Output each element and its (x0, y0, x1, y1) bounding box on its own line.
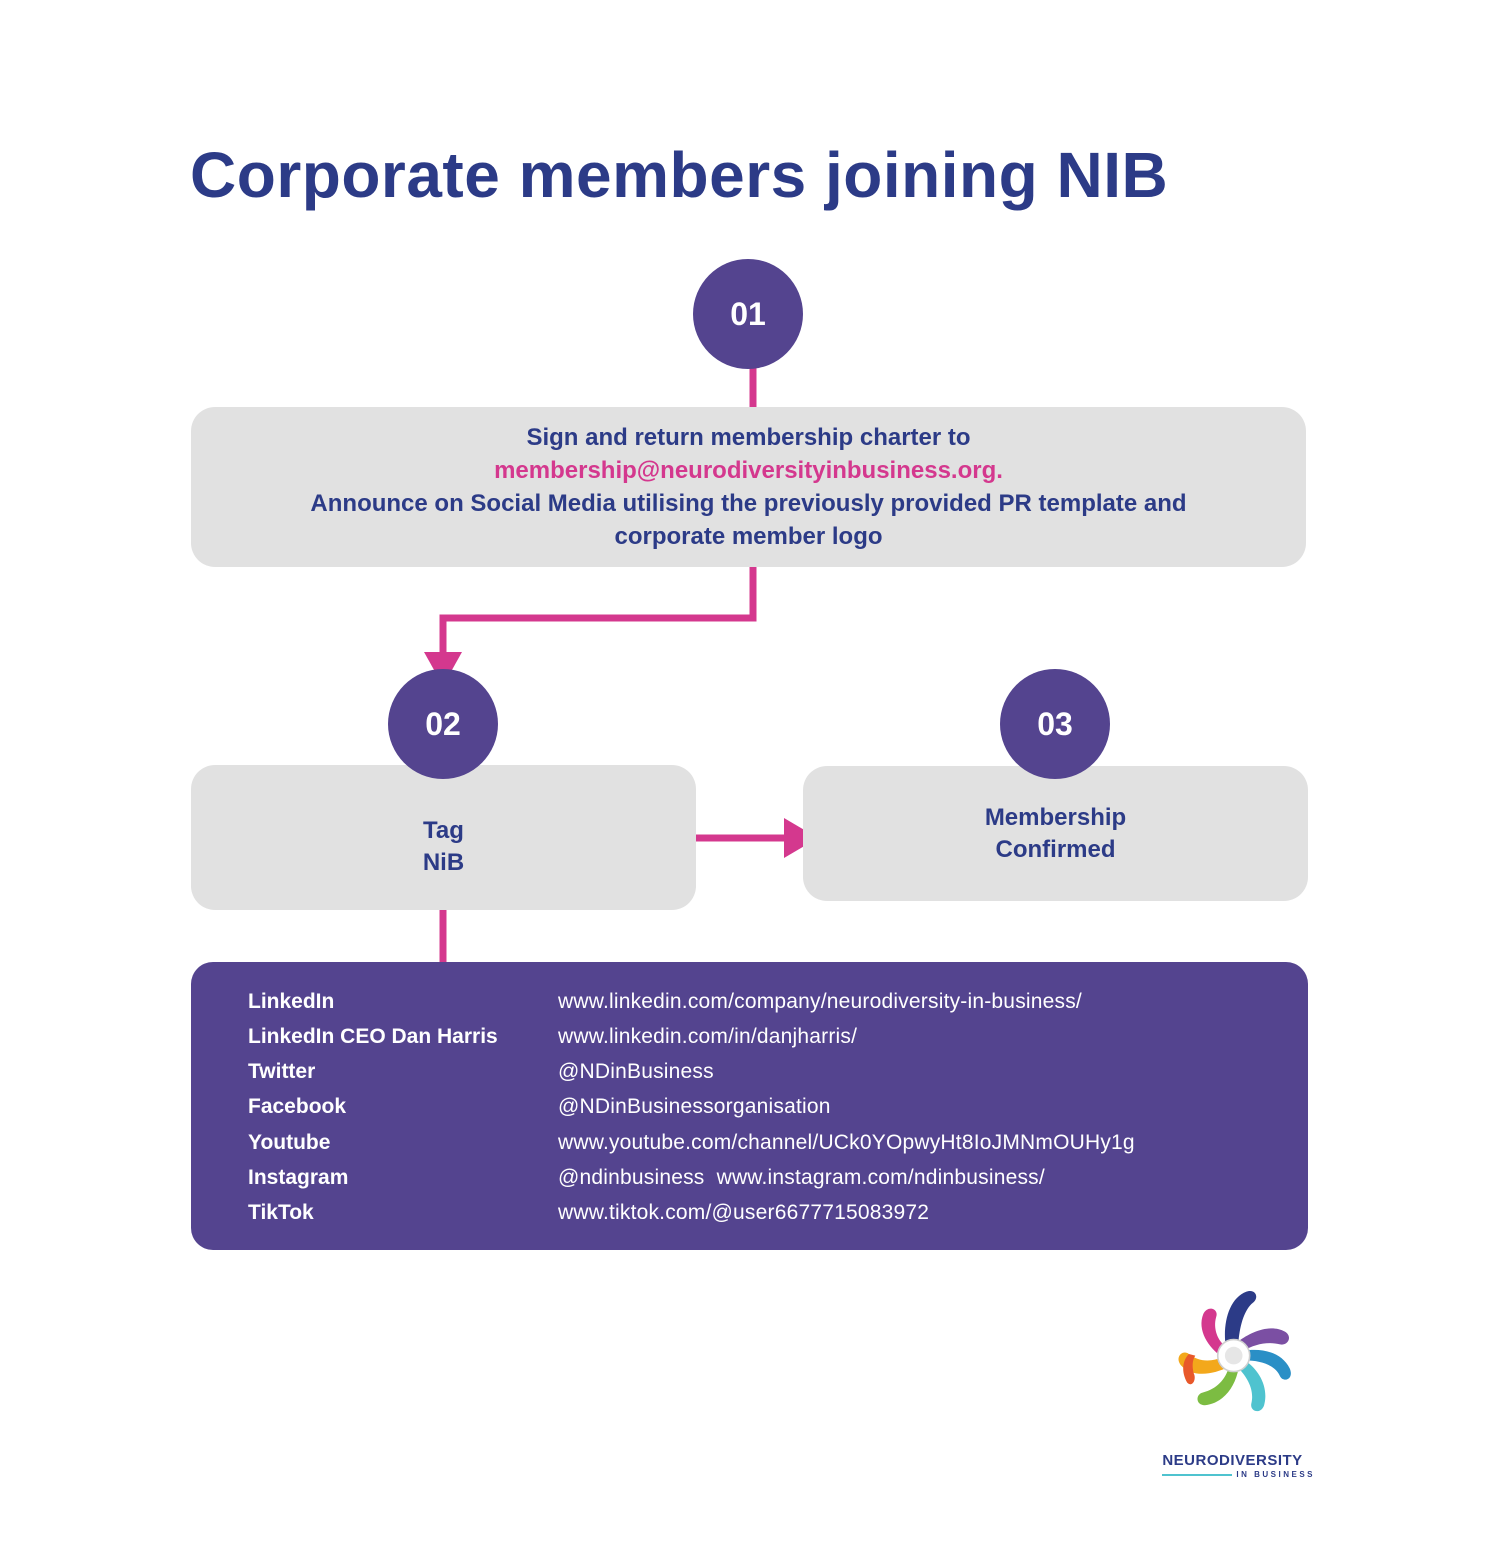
step-03-badge: 03 (1000, 669, 1110, 779)
social-row-facebook: Facebook @NDinBusinessorganisation (248, 1089, 831, 1124)
logo-tagline-row: IN BUSINESS (1150, 1470, 1315, 1479)
social-row-linkedin: LinkedIn www.linkedin.com/company/neurod… (248, 984, 1082, 1019)
social-link[interactable]: www.linkedin.com/in/danjharris/ (558, 1024, 858, 1048)
social-label: Instagram (248, 1165, 349, 1189)
social-label: LinkedIn CEO Dan Harris (248, 1024, 498, 1048)
social-row-twitter: Twitter @NDinBusiness (248, 1054, 714, 1089)
social-label: TikTok (248, 1200, 314, 1224)
social-label: Facebook (248, 1094, 347, 1118)
step-02-line-1: Tag (423, 816, 464, 844)
step-01-line-4: corporate member logo (614, 523, 883, 550)
social-label: LinkedIn (248, 989, 335, 1013)
step-01-line-1: Sign and return membership charter to (526, 424, 971, 451)
social-handle[interactable]: @NDinBusinessorganisation (558, 1094, 831, 1118)
logo-underline (1162, 1473, 1233, 1476)
arrowhead-to-03 (784, 818, 818, 858)
page-title: Corporate members joining NIB (190, 139, 1169, 211)
step-02-badge: 02 (388, 669, 498, 779)
step-02-line-2: NiB (422, 848, 465, 876)
step-03-line-2: Confirmed (995, 835, 1116, 863)
connector-box1-to-02 (439, 567, 757, 655)
social-row-instagram: Instagram @ndinbusiness www.instagram.co… (248, 1160, 1045, 1195)
membership-email-link[interactable]: membership@neurodiversityinbusiness.org. (494, 457, 1003, 484)
social-label: Youtube (248, 1130, 331, 1154)
step-01-badge: 01 (693, 259, 803, 369)
social-link[interactable]: @ndinbusiness www.instagram.com/ndinbusi… (558, 1165, 1045, 1189)
social-row-linkedin-ceo: LinkedIn CEO Dan Harris www.linkedin.com… (248, 1019, 857, 1054)
social-link[interactable]: www.tiktok.com/@user6677715083972 (558, 1200, 930, 1224)
social-media-panel: LinkedIn www.linkedin.com/company/neurod… (191, 962, 1308, 1250)
social-row-youtube: Youtube www.youtube.com/channel/UCk0YOpw… (248, 1125, 1135, 1160)
logo-tagline: IN BUSINESS (1236, 1470, 1315, 1479)
social-link[interactable]: www.youtube.com/channel/UCk0YOpwyHt8IoJM… (558, 1130, 1135, 1154)
social-handle[interactable]: @NDinBusiness (558, 1059, 714, 1083)
step-03-line-1: Membership (984, 803, 1127, 831)
step-01-box: Sign and return membership charter to me… (191, 407, 1306, 567)
social-row-tiktok: TikTok www.tiktok.com/@user6677715083972 (248, 1195, 929, 1230)
nib-logo-wordmark: NEURODIVERSITY IN BUSINESS (1150, 1452, 1315, 1479)
social-link[interactable]: www.linkedin.com/company/neurodiversity-… (558, 989, 1082, 1013)
logo-name: NEURODIVERSITY (1162, 1452, 1303, 1469)
step-02-box: Tag NiB (191, 765, 696, 910)
social-label: Twitter (248, 1059, 316, 1083)
nib-logo-icon (1178, 1290, 1291, 1412)
step-01-line-3: Announce on Social Media utilising the p… (310, 490, 1187, 517)
step-03-box: Membership Confirmed (803, 766, 1308, 901)
